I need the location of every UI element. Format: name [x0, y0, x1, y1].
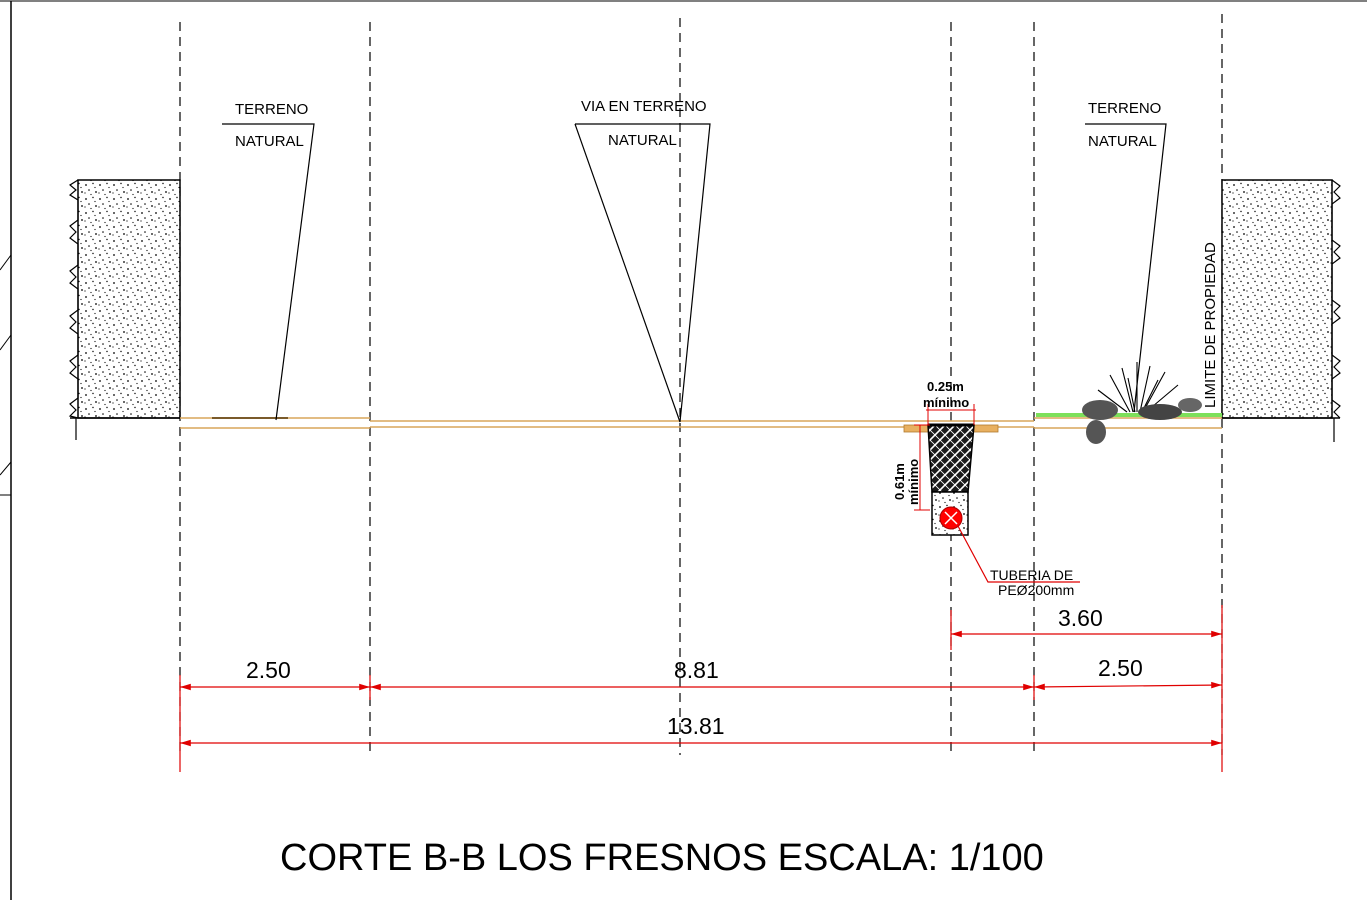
dim-left-sidewalk: 2.50 — [246, 657, 291, 683]
road-label-bottom: NATURAL — [608, 132, 677, 149]
right-terrain-label-bottom: NATURAL — [1088, 133, 1157, 150]
dim-pipe-offset: 3.60 — [1058, 605, 1103, 631]
left-terrain-label-bottom: NATURAL — [235, 133, 304, 150]
road-label-top: VIA EN TERRENO — [581, 98, 707, 115]
dim-line-right-sidewalk — [1033, 681, 1223, 691]
trench-depth-note: mínimo — [906, 459, 921, 505]
pipe-label-line2: PEØ200mm — [998, 582, 1074, 598]
drawing-title: CORTE B-B LOS FRESNOS ESCALA: 1/100 — [280, 837, 1044, 879]
vegetation-icon — [1082, 362, 1202, 444]
right-building — [1221, 179, 1341, 442]
trench-dimensions — [914, 404, 976, 511]
pipe-icon — [939, 506, 963, 530]
dim-right-sidewalk: 2.50 — [1098, 655, 1143, 681]
dimension-lines — [179, 605, 1223, 772]
trench-width-value: 0.25m — [927, 379, 964, 394]
ground-surface — [180, 417, 1222, 429]
left-terrain-label-top: TERRENO — [235, 101, 308, 118]
dim-total: 13.81 — [667, 713, 725, 739]
right-terrain-label-top: TERRENO — [1088, 100, 1161, 117]
property-limit-label: LIMITE DE PROPIEDAD — [1202, 242, 1219, 408]
pipe-leader — [957, 525, 1080, 583]
trench-width-note: mínimo — [923, 395, 969, 410]
dim-road: 8.81 — [674, 657, 719, 683]
trench-depth-value: 0.61m — [892, 463, 907, 500]
left-building — [68, 179, 181, 440]
pipe-label-line1: TUBERIA DE — [990, 567, 1073, 583]
label-leaders — [222, 123, 1167, 423]
reference-lines — [179, 14, 1223, 755]
